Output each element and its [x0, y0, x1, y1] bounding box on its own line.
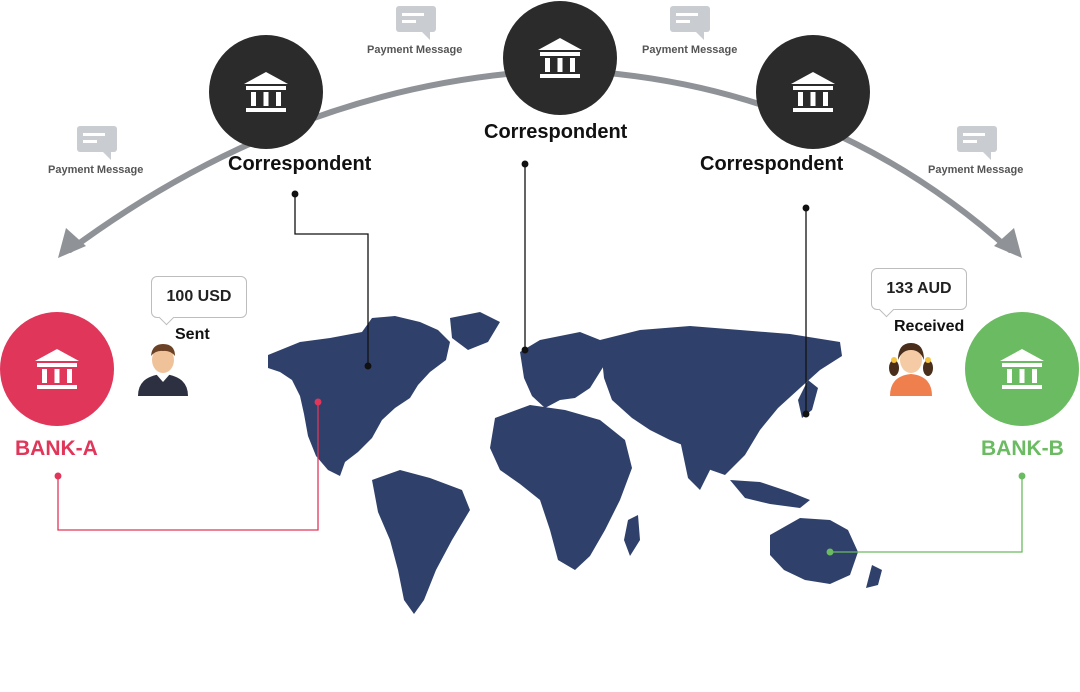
- arrowhead-left: [58, 228, 86, 258]
- madagascar-shape: [624, 515, 640, 556]
- bank-a-node: [0, 312, 114, 426]
- bank-b-label: BANK-B: [981, 437, 1064, 460]
- payment-message-label-3: Payment Message: [642, 44, 738, 56]
- correspondent-label-3: Correspondent: [700, 153, 844, 175]
- north-america-shape: [268, 316, 450, 476]
- sender-amount-bubble: 100 USD: [151, 276, 247, 326]
- bank-a-connector: [54, 398, 322, 531]
- greenland-shape: [450, 312, 500, 350]
- world-map: [268, 312, 882, 614]
- payment-message-label-1: Payment Message: [48, 164, 144, 176]
- new-zealand-shape: [866, 565, 882, 588]
- sender-amount: 100 USD: [151, 276, 247, 318]
- correspondent-node-3: [756, 35, 870, 149]
- correspondent-node-2: [503, 1, 617, 115]
- correspondent-connectors: [291, 160, 810, 418]
- receiver-status: Received: [894, 318, 965, 335]
- sender-status: Sent: [175, 326, 210, 343]
- africa-shape: [490, 405, 632, 570]
- receiver-amount: 133 AUD: [871, 268, 967, 310]
- man-avatar-icon: [138, 344, 188, 396]
- receiver-amount-bubble: 133 AUD: [871, 268, 967, 318]
- correspondent-node-1: [209, 35, 323, 149]
- bank-b-node: [965, 312, 1079, 426]
- chat-bubble-icon: [396, 6, 436, 40]
- payment-message-label-2: Payment Message: [367, 44, 463, 56]
- correspondent-label-2: Correspondent: [484, 121, 628, 143]
- bank-b-connector: [826, 472, 1026, 556]
- chat-bubble-icon: [77, 126, 117, 160]
- correspondent-label-1: Correspondent: [228, 153, 372, 175]
- payment-message-label-4: Payment Message: [928, 164, 1024, 176]
- arrowhead-right: [994, 228, 1022, 258]
- australia-shape: [770, 518, 858, 584]
- indonesia-shape: [730, 480, 810, 508]
- japan-shape: [798, 380, 818, 418]
- chat-bubble-icon: [957, 126, 997, 160]
- india-shape: [680, 440, 710, 490]
- bank-a-label: BANK-A: [15, 437, 98, 460]
- woman-avatar-icon: [889, 343, 933, 396]
- south-america-shape: [372, 470, 470, 614]
- asia-shape: [600, 326, 842, 475]
- chat-bubble-icon: [670, 6, 710, 40]
- europe-shape: [520, 332, 610, 408]
